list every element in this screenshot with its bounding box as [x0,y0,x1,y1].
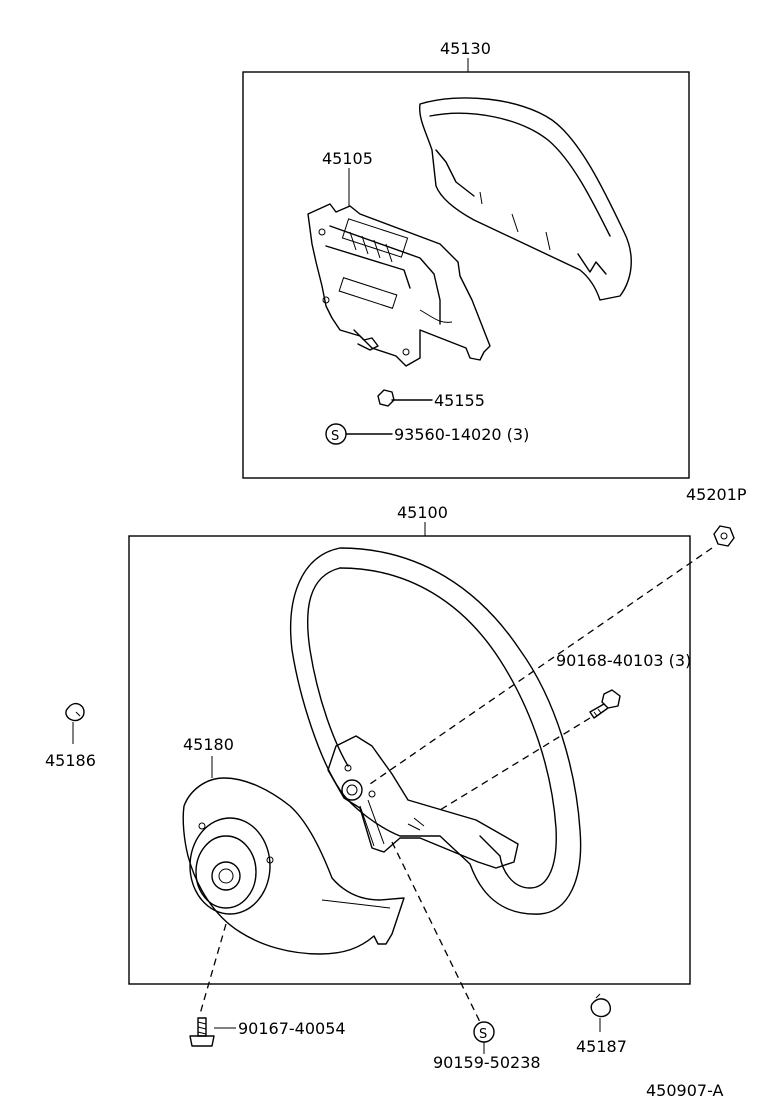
label-45186: 45186 [45,751,96,770]
label-45201P: 45201P [686,485,747,504]
label-45100: 45100 [397,503,448,522]
figure-id: 450907-A [646,1081,724,1100]
label-45155: 45155 [434,391,485,410]
label-45130: 45130 [440,39,491,58]
label-45187: 45187 [576,1037,627,1056]
steering-wheel [289,547,582,915]
label-45180: 45180 [183,735,234,754]
pad-assembly-box [242,71,690,479]
horn-pad-cover [418,97,632,301]
steering-column-cover [182,777,405,955]
label-90159: 90159-50238 [433,1053,541,1072]
clip-45186 [65,702,85,722]
label-93560: 93560-14020 (3) [394,425,529,444]
label-45105: 45105 [322,149,373,168]
label-90168: 90168-40103 (3) [556,651,691,670]
clip-45187 [590,993,612,1018]
screw-90167 [189,1017,215,1047]
label-90167: 90167-40054 [238,1019,346,1038]
symbol-s-2: S [479,1027,487,1042]
symbol-s-1: S [331,429,339,444]
nut-45155 [377,389,433,407]
wheel-assembly-box [128,535,691,985]
nut-45201P [713,525,735,547]
bolt-90168 [589,689,621,719]
airbag-module [307,203,491,367]
